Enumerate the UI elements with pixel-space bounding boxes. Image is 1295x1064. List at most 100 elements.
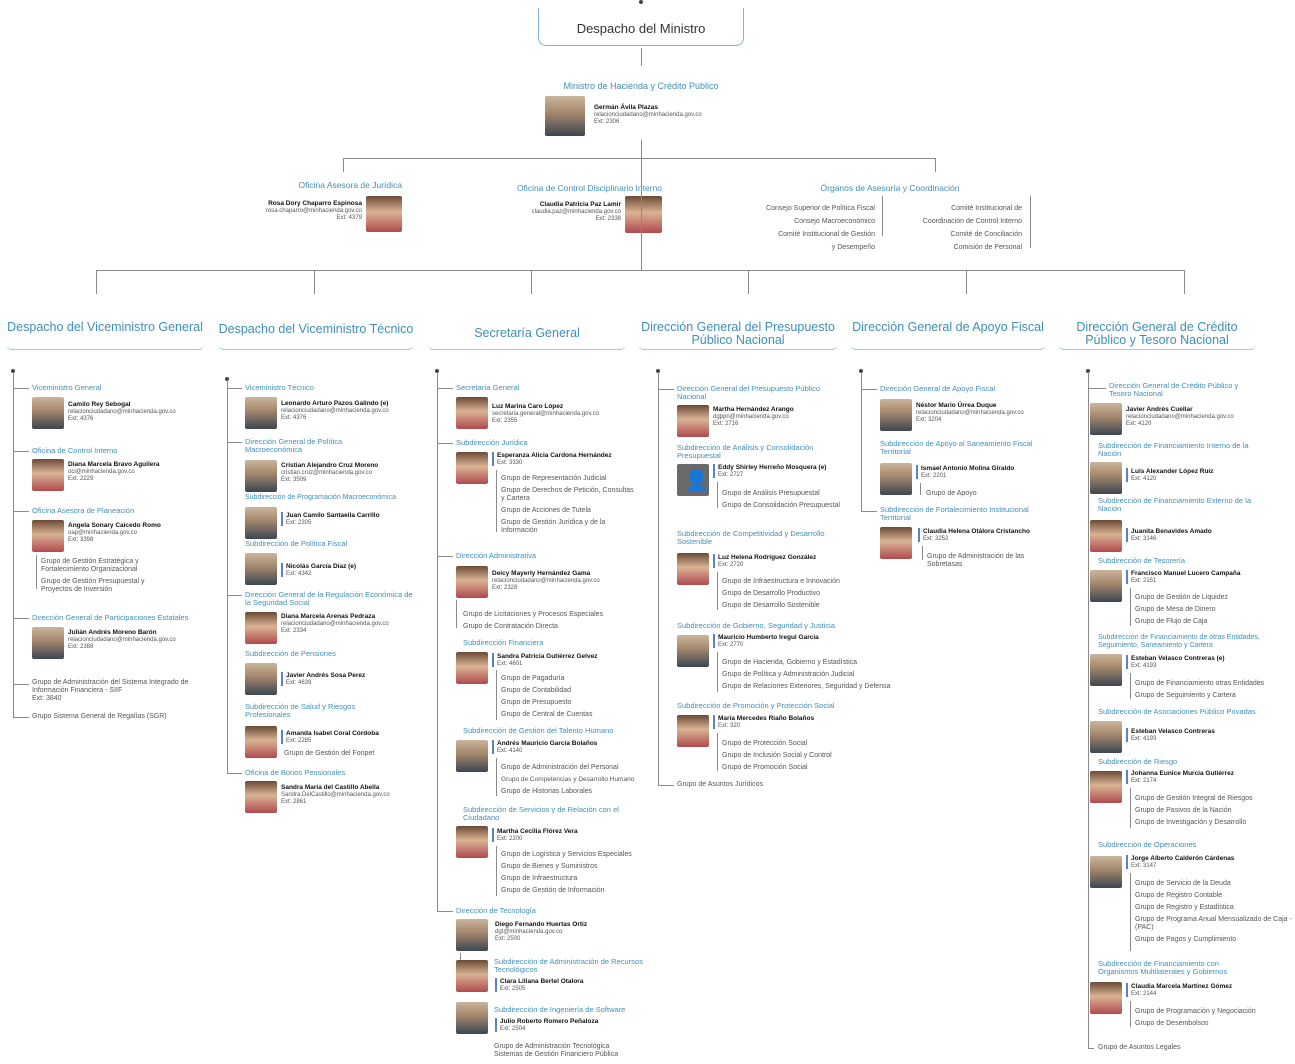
c6-mult-info: Claudia Marcela Martínez Gómez Ext: 2144 (1126, 983, 1261, 997)
organos-right-item: Comité de Conciliación (950, 231, 1022, 238)
c6-fint-name: Luis Alexander López Ruiz (1131, 468, 1214, 475)
disciplinario-name: Claudia Patricia Paz Lamir (539, 201, 621, 208)
group-item: Grupo de Análisis Presupuestal (722, 490, 820, 497)
group-item: Grupo de Logística y Servicios Especiale… (501, 851, 632, 858)
c5-daf-name: Néstor Mario Úrrea Duque (916, 402, 997, 409)
c4-anal-unit: Subdirección de Análisis y Consolidación… (677, 443, 814, 461)
c6-app-info: Esteban Velasco Contreras Ext: 4193 (1126, 728, 1256, 742)
c3-serv-groups: Grupo de Logística y Servicios Especiale… (501, 851, 661, 895)
c3-adm-unit: Dirección Administrativa (456, 551, 537, 560)
c3-rec-ext: Ext: 2505 (500, 985, 526, 992)
c2-salud-group: Grupo de Gestión del Fonpet (284, 750, 375, 757)
c2-vt-photo (245, 397, 277, 429)
c1-plan-unit: Oficina Asesora de Planeación (32, 506, 135, 515)
group-item: Grupo de Gestión Estratégica y Fortaleci… (41, 558, 139, 574)
c2-bonos-name: Sandra María del Castillo Abella (281, 784, 380, 791)
group-item: Grupo de Política y Administración Judic… (722, 671, 855, 679)
c4-soc-info: María Mercedes Riaño Bolaños Ext: 320 (713, 715, 843, 729)
c5-san-name: Ismael Antonio Molina Giraldo (921, 465, 1015, 472)
juridica-unit: Oficina Asesora de Jurídica (298, 180, 402, 190)
despacho-ministro-title: Despacho del Ministro (576, 21, 706, 36)
connector (227, 595, 242, 596)
connector (227, 388, 242, 389)
c6-oper-ext: Ext: 3147 (1131, 862, 1157, 869)
column-header-secretaria: Secretaría General (428, 318, 626, 350)
c6-fext-photo (1090, 520, 1122, 552)
group-item: Grupo de Gestión Presupuestal y Proyecto… (41, 578, 145, 594)
c2-bonos-unit: Oficina de Bonos Pensionales (245, 768, 346, 777)
c6-dgcp-photo (1090, 403, 1122, 435)
c6-mult-groups: Grupo de Programación y Negociación Grup… (1135, 1008, 1293, 1028)
c2-prog-name: Juan Camilo Santaella Carrillo (286, 512, 380, 519)
connector (314, 270, 315, 294)
c3-soft-info: Julio Roberto Romero Peñaloza Ext: 2504 (495, 1018, 635, 1032)
group-item: Grupo de Gestión de Información (501, 887, 605, 895)
c2-vt-name: Leonardo Arturo Pazos Galindo (e) (281, 400, 389, 407)
c4-anal-name: Eddy Shirley Herreño Mosquera (e) (718, 464, 827, 471)
c5-san-ext: Ext: 2201 (921, 472, 947, 479)
connector (437, 388, 453, 389)
c6-oper-photo (1090, 856, 1122, 888)
column-start-dot (11, 369, 15, 373)
c1-plan-info: Angela Sonary Caicedo Romo oap@minhacien… (68, 522, 200, 544)
connector (1088, 1048, 1094, 1049)
c3-th-photo (456, 740, 488, 772)
c1-oci-name: Diana Marcela Bravo Aguilera (68, 461, 160, 468)
column-spine (1088, 372, 1089, 1048)
organos-unit: Órganos de Asesoría y Coordinación (820, 183, 960, 193)
column-start-dot (859, 369, 863, 373)
c2-salud-photo (245, 726, 277, 758)
c5-fort-info: Claudia Helena Otálora Cristancho Ext: 3… (918, 528, 1048, 542)
disciplinario-photo (625, 196, 662, 233)
c2-bonos-info: Sandra María del Castillo Abella Sandra.… (281, 784, 415, 806)
connector (96, 270, 1184, 271)
c5-fort-unit: Subdirección de Fortalecimiento Instituc… (880, 505, 1029, 523)
c1-dgpe-info: Julián Andrés Moreno Barón relacionciuda… (68, 629, 200, 651)
organos-left-item: Comité Institucional de Gestión (778, 231, 875, 238)
c3-jur-ext: Ext: 3330 (497, 459, 523, 466)
group-item: Grupo de Registro y Estadística (1135, 904, 1234, 912)
c4-soc-ext: Ext: 320 (718, 722, 741, 729)
c2-pens-unit: Subdirección de Pensiones (245, 649, 336, 658)
connector (641, 158, 642, 270)
c6-oper-name: Jorge Alberto Calderón Cárdenas (1131, 855, 1235, 862)
minister-email: relacionciudadano@minhacienda.gov.co (594, 111, 702, 118)
c6-dgcp-ext: Ext: 4120 (1126, 420, 1152, 427)
c6-otras-photo (1090, 654, 1122, 686)
c6-mult-photo (1090, 982, 1122, 1014)
c5-fort-photo (880, 527, 912, 559)
c6-fext-info: Juanita Benavides Amado Ext: 3146 (1126, 528, 1256, 542)
connector (36, 555, 37, 589)
organos-right-item: Coordinación de Control Interno (922, 218, 1022, 225)
c1-dgpe-name: Julián Andrés Moreno Barón (68, 629, 157, 636)
c1-vm-email: relacionciudadano@minhacienda.gov.co (68, 408, 176, 415)
c4-dgp-email: dgppn@minhacienda.gov.co (713, 413, 789, 420)
c3-jur-photo (456, 452, 488, 484)
column-title: Secretaría General (474, 326, 580, 340)
organos-right-list: Comité Institucional de Coordinación de … (886, 202, 1022, 254)
group-item: Grupo de Contratación Directa (463, 623, 558, 631)
connector (1130, 873, 1131, 951)
c2-reg-email: relacionciudadano@minhacienda.gov.co (281, 620, 389, 627)
c6-app-unit: Subdirección de Asociaciones Público Pri… (1098, 707, 1256, 716)
c1-dgpe-unit: Dirección General de Participaciones Est… (32, 613, 189, 622)
connector (1130, 788, 1131, 828)
column-header-vm-tecnico: Despacho del Viceministro Técnico (218, 318, 414, 350)
c4-dgp-photo (677, 405, 709, 437)
c4-gob-groups: Grupo de Hacienda, Gobierno y Estadístic… (722, 659, 932, 691)
connector (460, 953, 461, 961)
c4-anal-groups: Grupo de Análisis Presupuestal Grupo de … (722, 490, 847, 510)
group-item: Grupo de Pasivos de la Nación (1135, 807, 1232, 815)
c4-dgp-name: Martha Hernández Arango (713, 406, 794, 413)
c3-fin-photo (456, 652, 488, 684)
connector (717, 652, 718, 692)
connector (641, 140, 642, 170)
c4-dgp-info: Martha Hernández Arango dgppn@minhaciend… (713, 406, 843, 428)
disciplinario-unit: Oficina de Control Disciplinario Interno (516, 183, 662, 193)
c6-mult-ext: Ext: 2144 (1131, 990, 1157, 997)
connector (437, 556, 453, 557)
group-item: Grupo de Desembolsos (1135, 1020, 1209, 1028)
c6-otras-ext: Ext: 4193 (1131, 662, 1157, 669)
c2-prog-info: Juan Camilo Santaella Carrillo Ext: 2305 (281, 512, 415, 526)
minister-unit: Ministro de Hacienda y Crédito Público (563, 81, 719, 91)
